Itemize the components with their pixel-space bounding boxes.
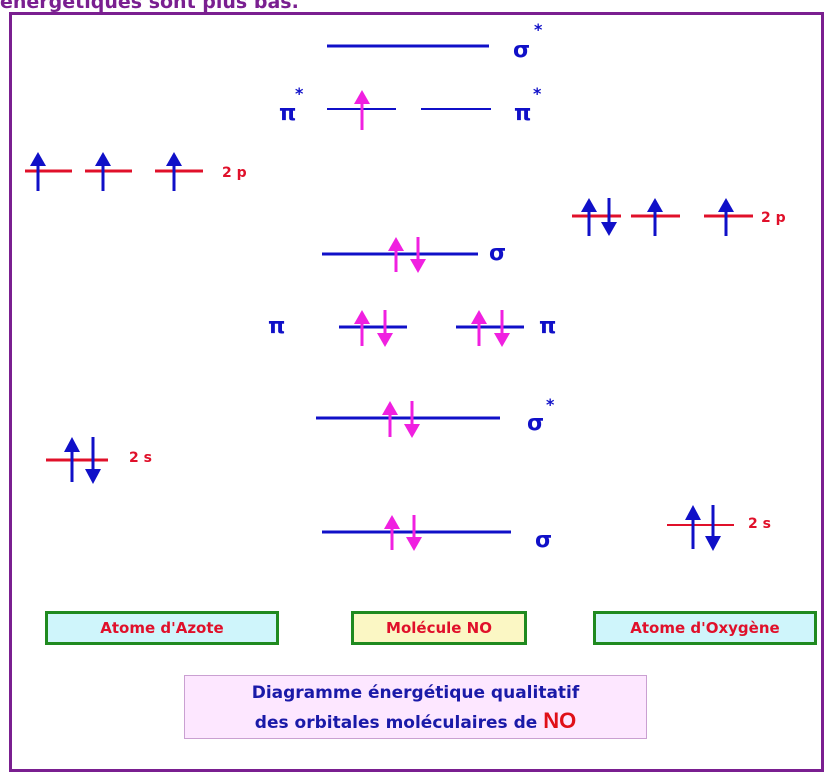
molecule-no-box: Molécule NO: [351, 611, 527, 645]
electron-pair-pi-right: [471, 310, 510, 347]
electron-up-azote-2p-2: [95, 152, 111, 191]
label-sigma-star-s: σ: [527, 411, 544, 436]
label-pi-right: π: [539, 314, 556, 339]
electron-pair-pi-left: [354, 310, 393, 347]
label-sigma-star-p-star: *: [534, 20, 543, 39]
electron-up-oxygene-2p-2: [647, 198, 663, 236]
header-text: énergétiques sont plus bas.: [0, 0, 299, 13]
electron-pair-sigma-p: [388, 237, 426, 273]
label-sigma-star-p: σ: [513, 38, 530, 63]
electron-pair-oxygene-2s: [685, 505, 721, 551]
caption-molecule-name: NO: [543, 708, 577, 733]
label-azote-2p: 2 p: [222, 165, 247, 181]
atome-oxygene-box: Atome d'Oxygène: [593, 611, 817, 645]
caption-line-1: Diagramme énergétique qualitatif: [251, 683, 580, 703]
label-oxygene-2s: 2 s: [748, 516, 771, 532]
electron-up-azote-2p-1: [30, 152, 46, 191]
electron-up-azote-2p-3: [166, 152, 182, 191]
label-azote-2s: 2 s: [129, 450, 152, 466]
electron-pair-sigma-star-s: [382, 401, 420, 438]
electron-pair-sigma-s: [384, 515, 422, 551]
electron-up-pi-star: [354, 90, 370, 130]
label-pi-star-left-star: *: [295, 84, 304, 103]
caption-line-2: des orbitales moléculaires de NO: [185, 707, 646, 737]
diagram-frame: [9, 12, 824, 772]
electron-pair-azote-2s: [64, 437, 101, 484]
label-pi-left: π: [268, 314, 285, 339]
label-sigma-p: σ: [489, 241, 506, 266]
electron-pair-oxygene-2p-1: [581, 198, 617, 236]
diagram-caption: Diagramme énergétique qualitatif des orb…: [184, 675, 647, 739]
label-pi-star-left: π: [279, 101, 296, 126]
label-pi-star-right: π: [514, 101, 531, 126]
label-pi-star-right-star: *: [533, 84, 542, 103]
label-sigma-s: σ: [535, 528, 552, 553]
electron-up-oxygene-2p-3: [718, 198, 734, 236]
atome-azote-box: Atome d'Azote: [45, 611, 279, 645]
label-sigma-star-s-star: *: [546, 395, 555, 414]
caption-line-2-text: des orbitales moléculaires de: [254, 713, 544, 733]
label-oxygene-2p: 2 p: [761, 210, 786, 226]
